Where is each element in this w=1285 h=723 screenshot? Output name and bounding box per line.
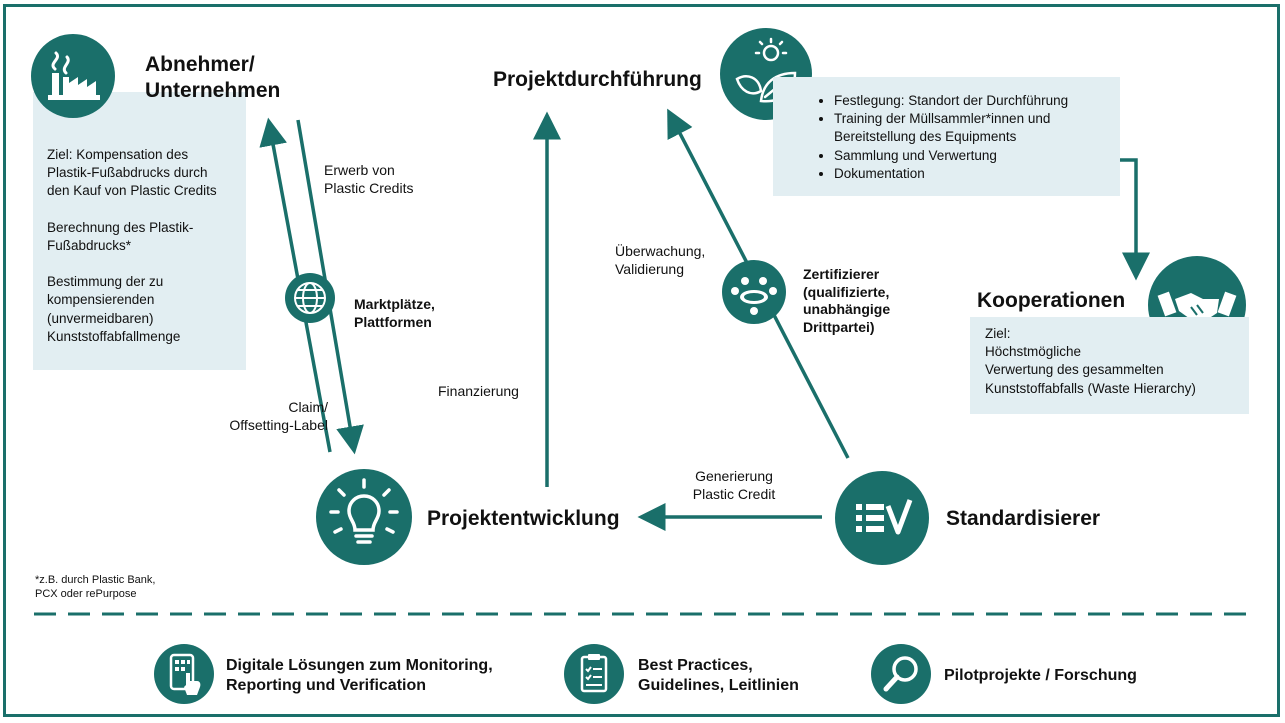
durchfuehrung-panel-text: Festlegung: Standort der Durchführung Tr… — [826, 92, 1116, 183]
erwerb-label: Erwerb von Plastic Credits — [324, 162, 414, 196]
clipboard-icon — [564, 644, 624, 704]
checklist-icon — [835, 471, 929, 565]
pilotprojekte-label: Pilotprojekte / Forschung — [944, 667, 1137, 684]
globe-icon — [285, 273, 335, 323]
finanzierung-label: Finanzierung — [438, 383, 519, 399]
durchfuehrung-item: Sammlung und Verwertung — [834, 147, 1116, 165]
projektentwicklung-title: Projektentwicklung — [427, 507, 620, 530]
zertifizierer-label: Zertifizierer (qualifizierte, unabhängig… — [803, 266, 891, 335]
abnehmer-calculation: Berechnung des Plastik- Fußabdrucks* — [47, 219, 194, 253]
abnehmer-goal: Ziel: Kompensation des Plastik-Fußabdruc… — [47, 147, 217, 199]
best-practices-label: Best Practices, Guidelines, Leitlinien — [638, 657, 799, 694]
ueberwachung-label: Überwachung, Validierung — [615, 243, 706, 277]
projektdurchfuehrung-title: Projektdurchführung — [493, 68, 702, 91]
standardisierer-title: Standardisierer — [946, 507, 1101, 530]
durchfuehrung-item: Training der Müllsammler*innen und Berei… — [834, 110, 1116, 146]
magnifier-icon — [871, 644, 931, 704]
abnehmer-title: Abnehmer/ Unternehmen — [145, 53, 281, 103]
claim-label: Claim/ Offsetting-Label — [229, 399, 328, 433]
abnehmer-panel-text: Ziel: Kompensation des Plastik-Fußabdruc… — [47, 146, 243, 346]
kooperationen-panel-text: Ziel: Höchstmögliche Verwertung des gesa… — [985, 326, 1196, 396]
kooperationen-panel — [970, 317, 1249, 414]
marktplaetze-label: Marktplätze, Plattformen — [354, 296, 435, 330]
tablet-touch-icon — [154, 644, 214, 704]
lightbulb-icon — [316, 469, 412, 565]
generierung-label: Generierung Plastic Credit — [692, 468, 776, 502]
meeting-icon — [722, 260, 786, 324]
durchfuehrung-panel — [773, 77, 1120, 196]
abnehmer-determination: Bestimmung der zu kompensierenden (unver… — [47, 274, 181, 344]
factory-icon — [31, 34, 115, 118]
outer-border — [3, 4, 1280, 717]
footnote: *z.B. durch Plastic Bank, PCX oder rePur… — [35, 574, 156, 600]
durchfuehrung-item: Festlegung: Standort der Durchführung — [834, 92, 1116, 110]
kooperationen-title: Kooperationen — [977, 289, 1126, 312]
digitale-loesungen-label: Digitale Lösungen zum Monitoring, Report… — [226, 657, 493, 694]
abnehmer-panel — [33, 92, 246, 370]
durchfuehrung-item: Dokumentation — [834, 165, 1116, 183]
